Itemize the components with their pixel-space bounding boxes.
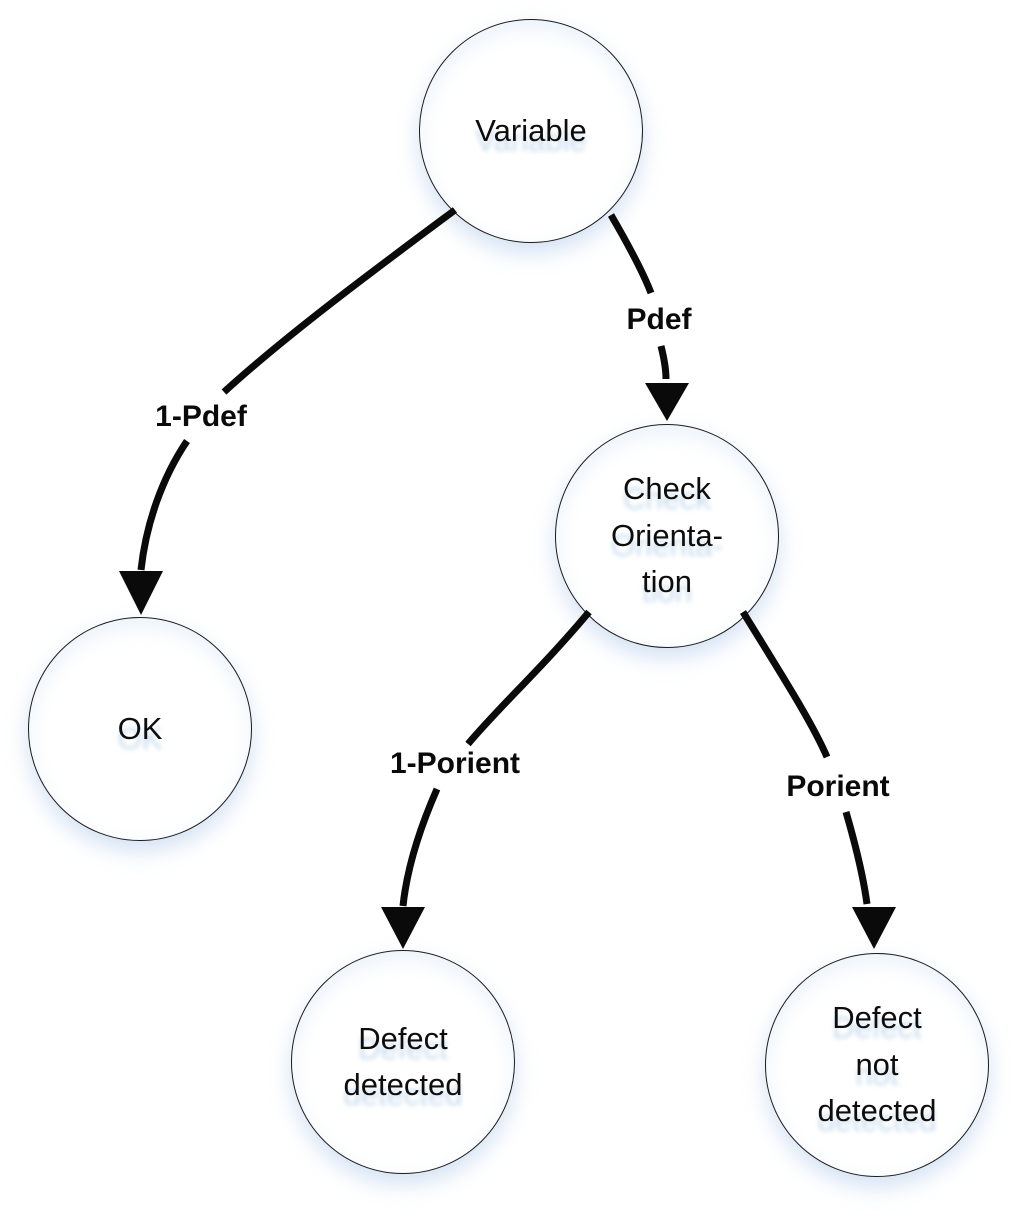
node-label: OK [117,710,163,746]
edge-segment [137,439,190,571]
edge-segment [657,345,670,380]
node-defect-not-detected: Defect not detected [765,953,989,1177]
edge-label-1-porient: 1-Porient [389,747,521,780]
edge-label-1-pdef: 1-Pdef [155,400,247,433]
arrowhead-icon [645,383,689,421]
node-check-orientation: Check Orienta- tion [555,424,779,648]
edge-segment [221,207,458,395]
node-label: Defect not detected [817,1000,937,1129]
edge-label-porient: Porient [786,770,890,803]
node-defect-detected: Defect detected [291,950,515,1174]
edge-segment [842,811,871,905]
edge-label-pdef: Pdef [626,303,692,336]
edge-segment [607,213,655,295]
node-label: Variable [475,112,587,148]
edge-segment [740,610,831,759]
node-ok: OK [28,617,252,841]
edge-segment [465,609,592,747]
node-label: Defect detected [343,1020,463,1103]
edge-segment [399,787,441,907]
arrowhead-icon [381,907,425,949]
arrowhead-icon [852,907,896,949]
node-variable: Variable [419,19,643,243]
node-label: Check Orienta- tion [611,471,723,600]
arrowhead-icon [119,571,163,615]
